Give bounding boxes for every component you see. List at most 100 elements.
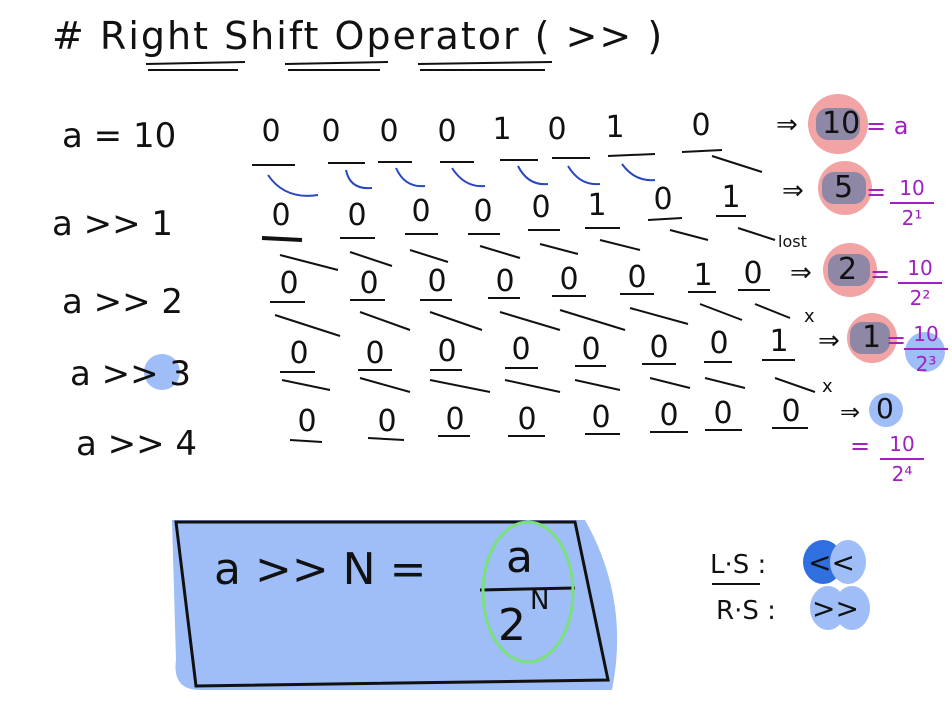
fraction-4-num: 10 [889, 432, 915, 456]
bit-r1-2: 0 [379, 114, 399, 149]
fraction-3-bar [904, 348, 948, 350]
bit-r5-3: 0 [517, 402, 537, 437]
formula-exponent: N [530, 586, 550, 616]
page-title: # Right Shift Operator ( >> ) [52, 14, 665, 58]
bit-r5-2: 0 [445, 402, 465, 437]
bit-r3-2: 0 [427, 264, 447, 299]
fraction-4-den: 2⁴ [891, 462, 913, 486]
eq-4: = [850, 432, 871, 460]
row-label-1: a = 10 [62, 116, 177, 156]
eq-a: = a [866, 112, 909, 140]
bit-r4-2: 0 [437, 334, 457, 369]
lost-label: lost [778, 232, 807, 251]
result-highlight-0 [869, 393, 903, 427]
result-value-2: 2 [838, 252, 858, 287]
fraction-4: 10 2⁴ [880, 432, 924, 486]
shift-amount-highlight [144, 354, 180, 390]
title-underline-right [145, 61, 246, 71]
fraction-3-num: 10 [913, 322, 939, 346]
eq-1: = [866, 178, 887, 206]
formula-numerator: a [506, 532, 533, 583]
bit-r4-5: 0 [649, 330, 669, 365]
formula-highlight [172, 520, 618, 690]
implies-2: ⇒ [782, 176, 804, 206]
bit-r3-4: 0 [559, 262, 579, 297]
bit-r3-1: 0 [359, 266, 379, 301]
bit-r5-4: 0 [591, 400, 611, 435]
row2-underlines [261, 215, 746, 242]
legend-rs-label: R·S : [716, 596, 776, 626]
drop-arrow-row1 [711, 155, 763, 173]
bit-r2-4: 0 [531, 190, 551, 225]
bit-r2-5: 1 [587, 188, 607, 223]
result-value-0: 0 [876, 392, 894, 425]
fraction-2-bar [898, 282, 942, 284]
bit-r3-6: 1 [693, 258, 713, 293]
formula-lhs: a >> N = [214, 544, 427, 595]
bit-r2-7: 1 [721, 180, 741, 215]
bit-r2-1: 0 [347, 198, 367, 233]
bit-r1-4: 1 [492, 112, 512, 147]
fraction-4-bar [880, 458, 924, 460]
fraction-3-den: 2³ [915, 352, 937, 376]
bit-r4-0: 0 [289, 336, 309, 371]
bit-r4-3: 0 [511, 332, 531, 367]
bit-r3-5: 0 [627, 260, 647, 295]
lower-underlines [270, 289, 808, 443]
implies-4: ⇒ [818, 326, 840, 356]
formula-fraction-bar [479, 586, 576, 592]
row-label-4: a >> 3 [70, 354, 192, 394]
result-value-1: 1 [862, 320, 882, 355]
bit-r1-6: 1 [605, 110, 625, 145]
legend-ls-op: << [808, 546, 855, 579]
eq-2: = [870, 260, 891, 288]
fraction-1: 10 2¹ [890, 176, 934, 230]
bit-r4-6: 0 [709, 326, 729, 361]
bit-r2-6: 0 [653, 182, 673, 217]
fraction-3: 10 2³ [904, 322, 948, 376]
fraction-1-num: 10 [899, 176, 925, 200]
bit-r2-2: 0 [411, 194, 431, 229]
bit-r5-6: 0 [713, 396, 733, 431]
bit-r1-0: 0 [261, 114, 281, 149]
result-value-10: 10 [822, 106, 861, 141]
bit-r4-1: 0 [365, 336, 385, 371]
fraction-1-bar [890, 202, 934, 204]
row-label-5: a >> 4 [76, 424, 198, 464]
shift-arrows-blue [267, 163, 656, 197]
title-underline-operator [417, 61, 553, 71]
rs-highlight-2 [834, 586, 870, 630]
bit-r5-0: 0 [297, 404, 317, 439]
bit-r1-5: 0 [547, 112, 567, 147]
result-box-5 [822, 172, 866, 204]
bit-r3-0: 0 [279, 266, 299, 301]
bit-r2-0: 0 [271, 198, 291, 233]
bit-r4-4: 0 [581, 332, 601, 367]
result-value-5: 5 [834, 170, 854, 205]
result-box-1 [850, 322, 890, 354]
result-box-10 [816, 108, 860, 140]
bit-r3-3: 0 [495, 264, 515, 299]
result-box-2 [828, 254, 870, 286]
bit-r5-1: 0 [377, 404, 397, 439]
formula-box [174, 520, 610, 688]
fraction-1-den: 2¹ [901, 206, 923, 230]
ls-highlight-2 [830, 540, 866, 584]
implies-3: ⇒ [790, 258, 812, 288]
row-label-3: a >> 2 [62, 282, 184, 322]
fraction-2-num: 10 [907, 256, 933, 280]
fraction-2: 10 2² [898, 256, 942, 310]
bit-r1-7: 0 [691, 108, 711, 143]
fraction-2-den: 2² [909, 286, 931, 310]
legend-rs-op: >> [812, 592, 859, 625]
implies-5: ⇒ [840, 398, 861, 426]
shift-arrows-black [274, 227, 816, 393]
formula-denominator: 2 [498, 600, 526, 651]
bit-r3-7: 0 [743, 256, 763, 291]
legend-ls-label: L·S : [710, 550, 767, 580]
bit-r1-3: 0 [437, 114, 457, 149]
cross-mark-2: x [822, 376, 833, 397]
eq-3: = [886, 326, 907, 354]
title-underline-shift [284, 61, 389, 71]
